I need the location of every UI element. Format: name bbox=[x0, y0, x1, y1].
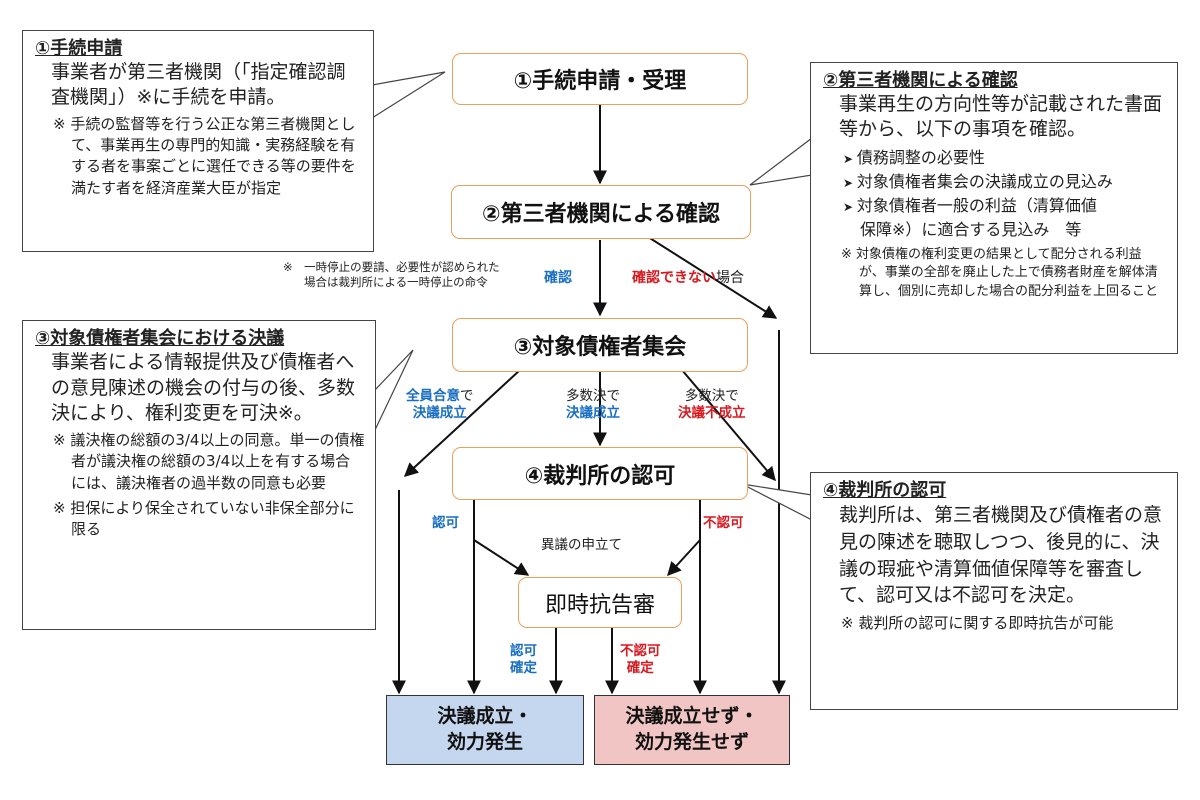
label-approved: 認可 bbox=[432, 515, 459, 531]
callout-creditors-resolution: ③対象債権者集会における決議 事業者による情報提供及び債権者への意見陳述の機会の… bbox=[22, 320, 376, 630]
callout-application: ①手続申請 事業者が第三者機関（「指定確認調査機関」）※に手続を申請。 ※ 手続… bbox=[22, 30, 374, 252]
arrow-s3-left bbox=[403, 369, 521, 477]
step-4-court-approval: ④裁判所の認可 bbox=[452, 447, 748, 500]
step-1-application: ①手続申請・受理 bbox=[452, 53, 748, 105]
label-not-approved-final: 不認可確定 bbox=[620, 643, 661, 676]
label-approved-final: 認可確定 bbox=[510, 643, 537, 676]
callout-confirmation-body: 事業再生の方向性等が記載された書面等から、以下の事項を確認。 bbox=[839, 93, 1163, 141]
label-objection: 異議の申立て bbox=[541, 537, 622, 553]
callout-1-pointer bbox=[371, 71, 446, 120]
label-not-confirmed-red: 確認できない bbox=[632, 270, 716, 286]
callout-confirmation-title: ②第三者機関による確認 bbox=[823, 70, 1018, 91]
step-2-third-party-confirmation: ②第三者機関による確認 bbox=[451, 185, 751, 239]
label-majority-failed: 多数決で 決議不成立 bbox=[678, 388, 746, 421]
label-majority-passed: 多数決で 決議成立 bbox=[566, 388, 620, 421]
callout-creditors-resolution-title: ③対象債権者集会における決議 bbox=[35, 328, 285, 349]
callout-court-approval-title: ④裁判所の認可 bbox=[823, 480, 947, 501]
callout-application-title: ①手続申請 bbox=[35, 38, 123, 59]
callout-creditors-resolution-note-1: ※ 議決権の総額の3/4以上の同意。単一の債権者が議決権の総額の3/4以上を有す… bbox=[53, 431, 365, 492]
callout-court-approval-body: 裁判所は、第三者機関及び債権者の意見の陳述を聴取しつつ、後見的に、決議の瑕疵や清… bbox=[839, 504, 1163, 607]
arrow-reject-appeal bbox=[667, 539, 701, 577]
label-not-confirmed: 確認できない場合 bbox=[632, 270, 744, 286]
step-3-creditors-meeting: ③対象債権者集会 bbox=[452, 318, 748, 372]
label-unanimous: 全員合意で 決議成立 bbox=[406, 388, 474, 421]
callout-confirmation: ②第三者機関による確認 事業再生の方向性等が記載された書面等から、以下の事項を確… bbox=[810, 62, 1178, 354]
callout-application-body: 事業者が第三者機関（「指定確認調査機関」）※に手続を申請。 bbox=[51, 61, 346, 109]
arrow-s2-right bbox=[644, 234, 778, 319]
callout-confirmation-note: ※ 対象債権の権利変更の結果として配分される利益が、事業の全部を廃止した上で債務… bbox=[841, 246, 1159, 299]
callout-creditors-resolution-body: 事業者による情報提供及び債権者への意見陳述の機会の付与の後、多数決により、権利変… bbox=[51, 351, 356, 424]
label-not-approved: 不認可 bbox=[703, 515, 744, 531]
arrow-s3-right bbox=[681, 369, 776, 482]
callout-2-pointer bbox=[749, 136, 813, 186]
step-immediate-appeal: 即時抗告審 bbox=[518, 577, 682, 628]
label-confirmed: 確認 bbox=[544, 270, 572, 286]
callout-creditors-resolution-note-2: ※ 担保により保全されていない非保全部分に限る bbox=[53, 499, 355, 539]
arrow-approve-appeal bbox=[473, 539, 530, 576]
callout-confirmation-bullets: 債務調整の必要性 対象債権者集会の決議成立の見込み 対象債権者一般の利益（清算価… bbox=[843, 146, 1167, 242]
bullet-creditor-interest: 対象債権者一般の利益（清算価値 bbox=[843, 194, 1167, 218]
bullet-creditor-interest-cont: 保障※）に適合する見込み 等 bbox=[860, 219, 1082, 239]
bullet-resolution-prospect: 対象債権者集会の決議成立の見込み bbox=[843, 170, 1167, 194]
callout-court-approval: ④裁判所の認可 裁判所は、第三者機関及び債権者の意見の陳述を聴取しつつ、後見的に… bbox=[810, 472, 1178, 710]
callout-4-pointer bbox=[741, 483, 813, 521]
suspension-note: ※ 一時停止の要請、必要性が認められた 場合は裁判所による一時停止の命令 bbox=[283, 260, 500, 289]
bullet-debt-adjustment: 債務調整の必要性 bbox=[843, 146, 1167, 170]
callout-court-approval-note: ※ 裁判所の認可に関する即時抗告が可能 bbox=[841, 613, 1114, 632]
result-resolution-effective: 決議成立・効力発生 bbox=[386, 695, 584, 765]
callout-application-note: ※ 手続の監督等を行う公正な第三者機関として、事業再生の専門的知識・実務経験を有… bbox=[53, 114, 356, 197]
result-resolution-not-effective: 決議成立せず・効力発生せず bbox=[594, 695, 790, 765]
